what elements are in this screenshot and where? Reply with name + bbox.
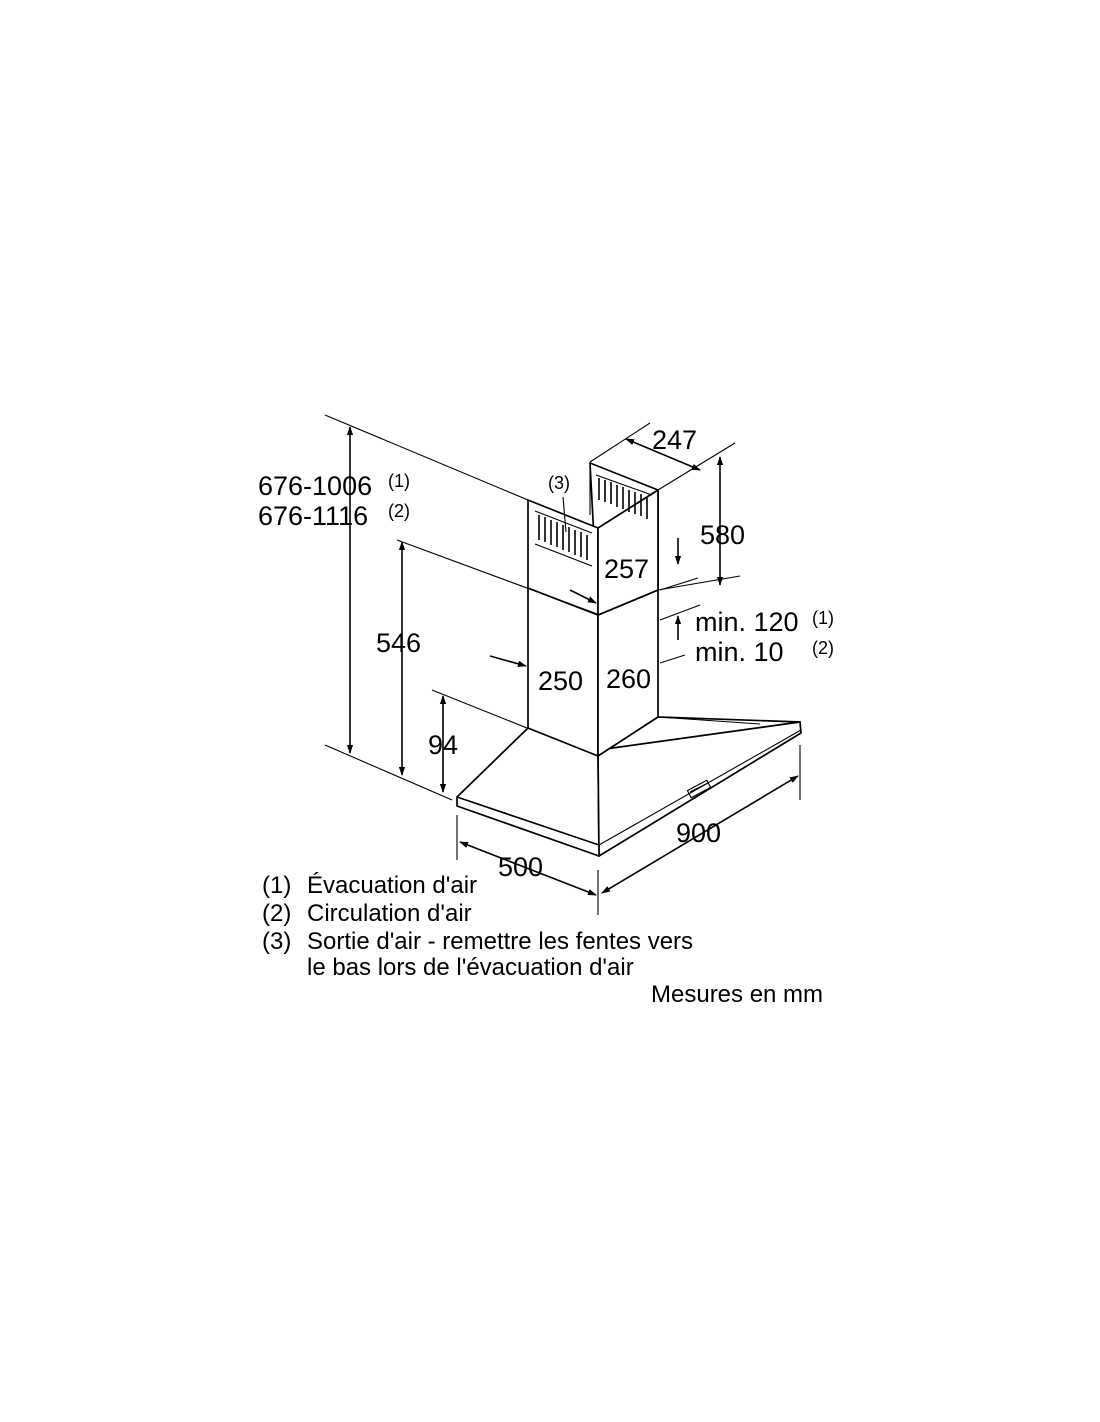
air-outlet-leader	[562, 496, 567, 533]
legend-text-3: Sortie d'air - remettre les fentes vers	[307, 928, 693, 955]
dimension-arrows	[346, 426, 799, 896]
upper-chimney-width-label: 257	[604, 554, 649, 584]
upper-chimney-pointer	[569, 589, 597, 604]
chimney-top-depth-label: 247	[652, 425, 697, 455]
lower-chimney-width-label: 260	[606, 664, 651, 694]
min-gap-2-note: (2)	[812, 638, 834, 658]
legend-text-1: Évacuation d'air	[307, 872, 477, 899]
chimney-top-depth-arrow	[625, 438, 701, 471]
hood-depth-label: 500	[498, 852, 543, 882]
hood-width-label: 900	[676, 818, 721, 848]
canopy-front-edge	[456, 796, 600, 857]
legend-num-3: (3)	[262, 928, 291, 955]
min-gap-1-note: (1)	[812, 608, 834, 628]
legend-text-3-cont: le bas lors de l'évacuation d'air	[307, 954, 634, 981]
legend-text-2: Circulation d'air	[307, 900, 472, 927]
hood-canopy	[456, 716, 802, 857]
hood-width-arrow	[601, 775, 799, 894]
lower-chimney-height-label: 546	[376, 628, 421, 658]
air-outlet-slots-left	[534, 510, 593, 567]
legend-num-2: (2)	[262, 900, 291, 927]
hood-depth-arrow	[459, 841, 597, 896]
legend: (1) Évacuation d'air (2) Circulation d'a…	[262, 872, 823, 1008]
air-outlet-marker: (3)	[548, 473, 570, 493]
upper-chimney-height-label: 580	[700, 520, 745, 550]
min-gap-1-label: min. 120	[695, 607, 799, 637]
lower-chimney-depth-arrow	[489, 655, 527, 667]
extension-lines	[324, 414, 801, 915]
total-height-1-label: 676-1006	[258, 471, 372, 501]
upper-chimney	[527, 462, 659, 616]
air-outlet-slots-back	[595, 474, 653, 519]
total-height-1-note: (1)	[388, 471, 410, 491]
total-height-2-note: (2)	[388, 501, 410, 521]
dimension-labels: 676-1006 (1) 676-1116 (2) 546 94 247 580…	[258, 425, 834, 882]
legend-num-1: (1)	[262, 872, 291, 899]
units-note: Mesures en mm	[651, 981, 823, 1008]
total-height-2-label: 676-1116	[258, 501, 368, 531]
min-gap-2-label: min. 10	[695, 637, 784, 667]
hood-height-label: 94	[428, 730, 458, 760]
lower-chimney-depth-label: 250	[538, 666, 583, 696]
